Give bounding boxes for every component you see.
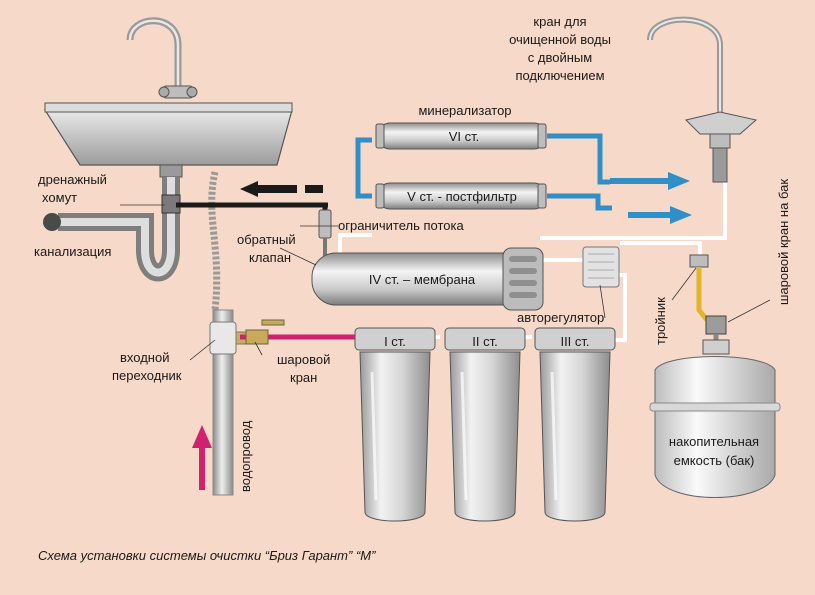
ball-valve-label-line2: кран — [290, 370, 317, 385]
tank-label-line1: накопительная — [669, 434, 759, 449]
inlet-arrow — [192, 425, 212, 490]
stage5-label: V ст. - постфильтр — [407, 189, 517, 204]
check-valve-label-line2: клапан — [249, 250, 291, 265]
faucet-label-line3: с двойным — [528, 50, 592, 65]
prefilter-flask-3 — [534, 327, 616, 522]
sink — [43, 102, 293, 178]
stage4-label: IV ст. – мембрана — [369, 272, 476, 287]
stage3-label: III ст. — [560, 334, 589, 349]
faucet-label-line2: очищенной воды — [509, 32, 611, 47]
mineralizer-label: минерализатор — [418, 103, 511, 118]
inlet-adapter-label-line1: входной — [120, 350, 169, 365]
diagram-caption: Схема установки системы очистки “Бриз Га… — [38, 548, 376, 563]
membrane-housing — [311, 247, 544, 311]
faucet-label-line1: кран для — [533, 14, 586, 29]
stage1-label: I ст. — [384, 334, 406, 349]
sink-faucet — [126, 17, 198, 99]
storage-tank — [649, 339, 781, 498]
stage6-label: VI ст. — [449, 129, 480, 144]
ball-valve-label-line1: шаровой — [277, 352, 330, 367]
drain-clamp-label-line1: дренажный — [38, 172, 107, 187]
prefilter-flask-2 — [444, 327, 526, 522]
check-valve-label-line1: обратный — [237, 232, 296, 247]
prefilter-flask-1 — [354, 327, 436, 522]
drain-clamp-label-line2: хомут — [42, 190, 77, 205]
tank-label-line2: емкость (бак) — [674, 453, 755, 468]
treated-water-arrows — [610, 172, 692, 224]
water-supply-label: водопровод — [238, 420, 253, 492]
treated-water-tubes — [355, 133, 612, 211]
flow-limiter-label: ограничитель потока — [338, 218, 464, 233]
water-supply-pipe — [209, 309, 249, 496]
faucet-label-line4: подключением — [515, 68, 604, 83]
auto-regulator-label: авторегулятор — [517, 310, 604, 325]
tank-valve-label: шаровой кран на бак — [776, 179, 791, 305]
cold-water-hose — [208, 171, 221, 311]
postfilter-cartridge — [375, 182, 547, 210]
drain-line — [176, 181, 328, 210]
leader-lines — [120, 204, 771, 361]
tee-label: тройник — [653, 297, 668, 345]
sewer-trap — [43, 177, 181, 282]
inlet-ball-valve — [240, 319, 370, 345]
auto-regulator — [582, 246, 620, 288]
sewer-label: канализация — [34, 244, 111, 259]
inlet-adapter-label-line2: переходник — [112, 368, 182, 383]
mineralizer-cartridge — [375, 122, 547, 150]
dual-faucet — [647, 16, 758, 183]
stage2-label: II ст. — [472, 334, 497, 349]
